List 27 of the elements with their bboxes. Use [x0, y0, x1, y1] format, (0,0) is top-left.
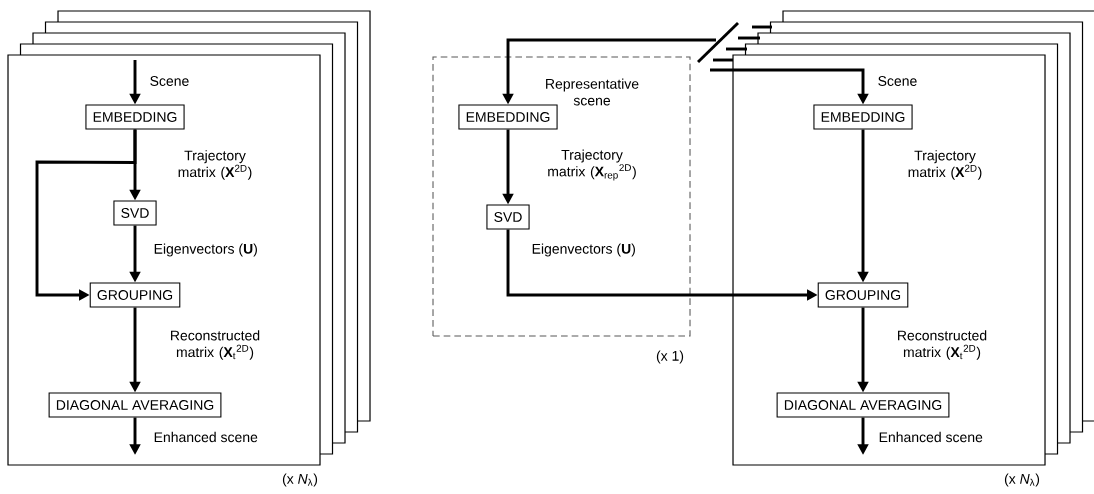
- process-box: EMBEDDING: [85, 104, 185, 130]
- edge-label: Enhanced scene: [879, 431, 983, 443]
- edge-label: Enhanced scene: [154, 431, 258, 443]
- process-box: SVD: [486, 204, 530, 230]
- edge-label: Scene: [878, 76, 917, 86]
- edge-label: Trajectory matrix (X$^{2D}$): [178, 150, 252, 180]
- page-panel: [732, 54, 1046, 466]
- count-label: (x N$_{λ}$): [1004, 473, 1040, 487]
- process-box: GROUPING: [89, 282, 181, 308]
- page-panel: [7, 54, 321, 466]
- process-box: DIAGONAL AVERAGING: [48, 392, 222, 418]
- process-box: GROUPING: [817, 282, 909, 308]
- edge-label: Scene: [150, 76, 189, 86]
- process-box: EMBEDDING: [813, 104, 913, 130]
- count-label: (x 1): [656, 350, 684, 364]
- edge-label: Reconstructed matrix (X$_{t}$$^{2D}$): [171, 330, 260, 360]
- edge-label: Trajectory matrix (X$_{rep}$$^{2D}$): [548, 149, 636, 181]
- dashed-group-box: [432, 56, 691, 337]
- process-box: EMBEDDING: [458, 104, 558, 130]
- edge-label: Reconstructed matrix (X$_{t}$$^{2D}$): [898, 330, 987, 360]
- edge-label: Representative scene: [546, 78, 639, 106]
- edge-label: Trajectory matrix (X$^{2D}$): [908, 150, 982, 180]
- process-box: SVD: [113, 200, 157, 226]
- count-label: (x N$_{λ}$): [282, 473, 318, 487]
- edge-label: Eigenvectors (U): [154, 243, 257, 257]
- edge-label: Eigenvectors (U): [532, 243, 635, 257]
- process-box: DIAGONAL AVERAGING: [776, 392, 950, 418]
